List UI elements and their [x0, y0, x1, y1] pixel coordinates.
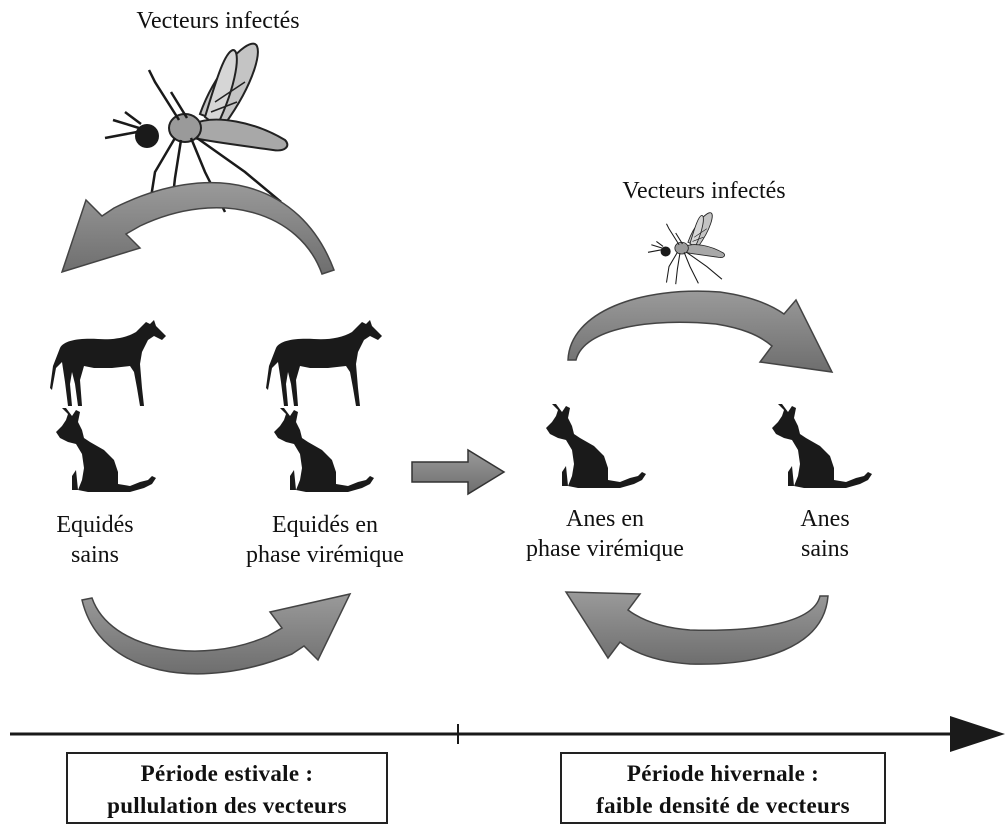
- donkey-icon: [772, 404, 872, 488]
- summer-period-desc: pullulation des vecteurs: [68, 790, 386, 822]
- healthy-equids-label: Equidés sains: [30, 510, 160, 570]
- summer-period-title: Période estivale :: [68, 758, 386, 790]
- small-mosquito-icon: [648, 213, 725, 285]
- donkey-icon: [274, 408, 374, 492]
- summer-top-arrow: [62, 183, 334, 274]
- healthy-donkeys-line-2: sains: [760, 534, 890, 564]
- viremic-equids-label: Equidés en phase virémique: [220, 510, 430, 570]
- timeline-arrowhead: [950, 716, 1005, 752]
- donkey-icon: [56, 408, 156, 492]
- donkey-icon: [546, 404, 646, 488]
- winter-period-desc: faible densité de vecteurs: [562, 790, 884, 822]
- transition-arrow: [412, 450, 504, 494]
- viremic-equids-line-2: phase virémique: [220, 540, 430, 570]
- horse-icon: [266, 320, 382, 406]
- summer-period-box: Période estivale : pullulation des vecte…: [66, 752, 388, 824]
- summer-vectors-label: Vecteurs infectés: [110, 6, 326, 36]
- viremic-donkeys-label: Anes en phase virémique: [500, 504, 710, 564]
- winter-top-arrow: [568, 291, 832, 372]
- winter-bottom-arrow: [566, 592, 828, 664]
- winter-period-title: Période hivernale :: [562, 758, 884, 790]
- healthy-donkeys-line-1: Anes: [760, 504, 890, 534]
- viremic-donkeys-line-1: Anes en: [500, 504, 710, 534]
- viremic-equids-line-1: Equidés en: [220, 510, 430, 540]
- horse-icon: [50, 320, 166, 406]
- viremic-donkeys-line-2: phase virémique: [500, 534, 710, 564]
- healthy-equids-line-1: Equidés: [30, 510, 160, 540]
- winter-period-box: Période hivernale : faible densité de ve…: [560, 752, 886, 824]
- healthy-donkeys-label: Anes sains: [760, 504, 890, 564]
- healthy-equids-line-2: sains: [30, 540, 160, 570]
- winter-vectors-label: Vecteurs infectés: [596, 176, 812, 206]
- summer-bottom-arrow: [82, 594, 350, 674]
